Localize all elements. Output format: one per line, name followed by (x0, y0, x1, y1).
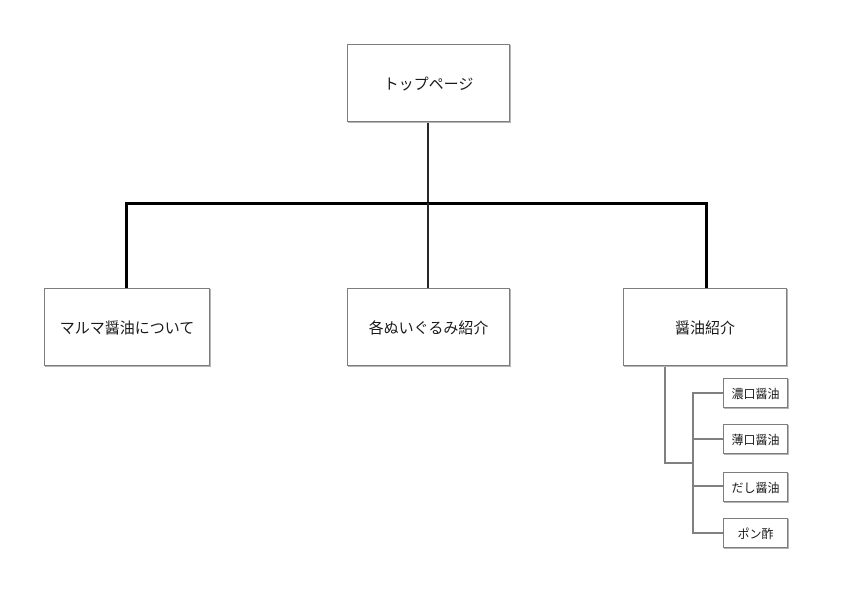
connector-main-horizontal (126, 202, 708, 205)
connector-stub-dashi (692, 485, 723, 487)
node-label: ポン酢 (737, 526, 774, 541)
connector-right-drop (705, 202, 708, 288)
connector-left-drop (125, 202, 128, 288)
node-plush-toys-intro: 各ぬいぐるみ紹介 (347, 288, 510, 366)
connector-shoyu-branch-drop (664, 366, 666, 464)
node-ponzu: ポン酢 (723, 518, 788, 548)
node-label: 濃口醤油 (731, 386, 780, 401)
node-dashi-shoyu: だし醤油 (723, 472, 788, 502)
node-label: トップページ (383, 75, 474, 93)
node-about-maruma-shoyu: マルマ醤油について (44, 288, 210, 366)
node-label: マルマ醤油について (59, 319, 195, 337)
node-label: だし醤油 (731, 480, 780, 495)
node-label: 醤油紹介 (674, 319, 735, 337)
node-koikuchi-shoyu: 濃口醤油 (723, 378, 788, 408)
connector-stub-koikuchi (692, 392, 723, 394)
connector-root-stem (427, 122, 429, 203)
connector-middle-drop (427, 203, 429, 288)
connector-shoyu-branch-join (664, 462, 694, 464)
connector-stub-ponzu (692, 532, 723, 534)
node-label: 各ぬいぐるみ紹介 (368, 319, 489, 337)
node-shoyu-intro: 醤油紹介 (623, 288, 787, 366)
node-top-page: トップページ (347, 44, 510, 122)
node-usukuchi-shoyu: 薄口醤油 (723, 424, 788, 454)
connector-shoyu-sub-vertical (692, 392, 694, 534)
connector-stub-usukuchi (692, 438, 723, 440)
node-label: 薄口醤油 (731, 432, 780, 447)
